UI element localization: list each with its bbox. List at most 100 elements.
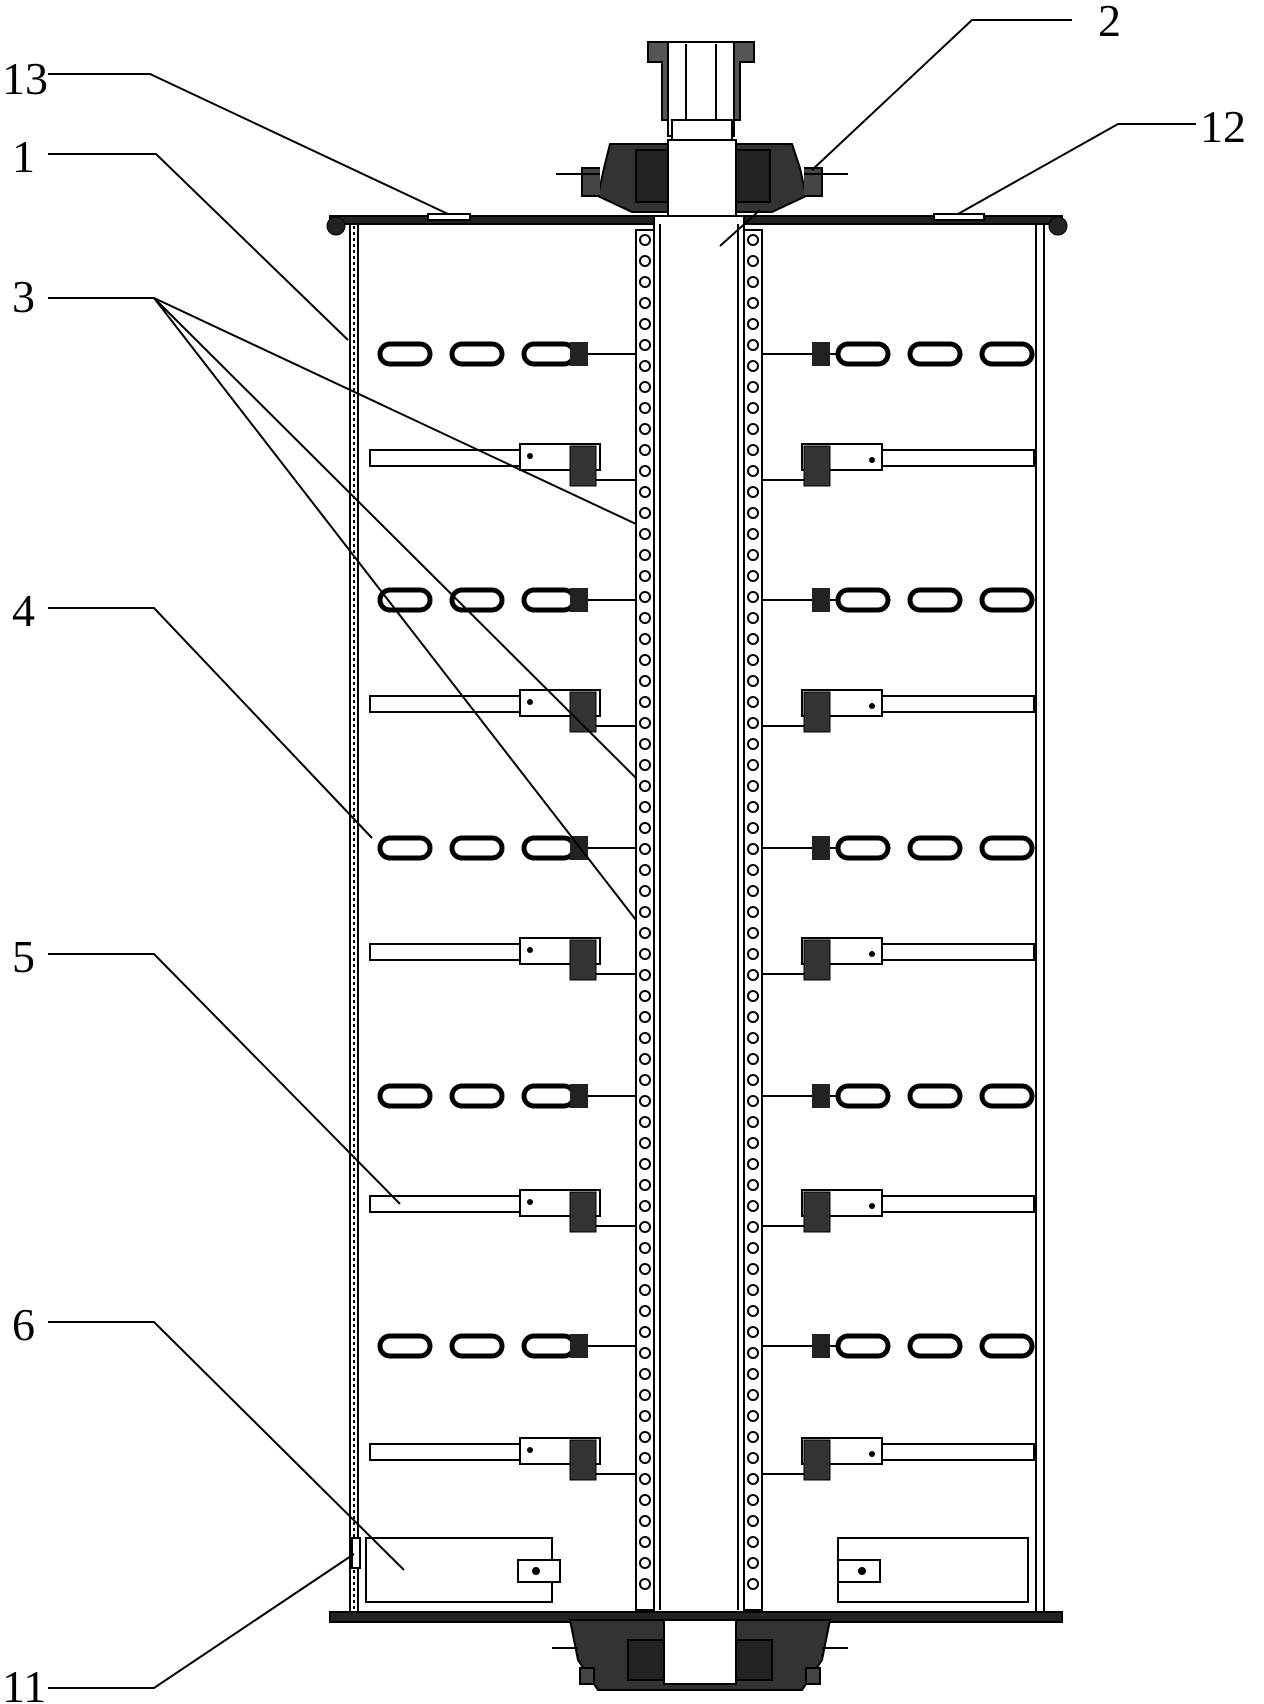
shaft-hole	[747, 801, 759, 813]
paddle-agitators	[369, 443, 1035, 1481]
chain-clamp	[570, 1334, 588, 1358]
shaft-hole	[639, 549, 651, 561]
chain-link	[521, 1083, 577, 1109]
shaft-hole	[747, 1263, 759, 1275]
shaft-hole	[747, 402, 759, 414]
chain-link	[835, 835, 891, 861]
shaft-hole	[639, 1032, 651, 1044]
leader-2	[811, 19, 1072, 171]
paddle-clamp	[569, 939, 597, 981]
shaft-hole	[747, 1326, 759, 1338]
shaft-hole	[747, 843, 759, 855]
shaft-hole	[639, 402, 651, 414]
paddle-clamp	[569, 1439, 597, 1481]
label-1: 1	[12, 131, 35, 182]
shaft-hole	[639, 990, 651, 1002]
leader-11	[48, 1553, 355, 1689]
shaft-hole	[747, 1137, 759, 1149]
shaft-hole	[747, 486, 759, 498]
shaft-hole	[747, 465, 759, 477]
paddle-pin	[869, 951, 875, 957]
shaft-hole	[639, 1053, 651, 1065]
leader-12	[957, 123, 1196, 215]
shaft-hole	[639, 360, 651, 372]
chain-link	[449, 587, 505, 613]
chain-clamp	[812, 836, 830, 860]
shaft-hole	[747, 423, 759, 435]
chain-link	[979, 1083, 1035, 1109]
shaft-hole	[747, 759, 759, 771]
shaft-hole	[747, 1200, 759, 1212]
leader-13	[48, 73, 449, 215]
shaft-hole	[639, 1095, 651, 1107]
paddle-clamp	[803, 445, 831, 487]
shaft-hole	[639, 1368, 651, 1380]
chain-link	[835, 1333, 891, 1359]
shaft-hole	[747, 297, 759, 309]
shaft-hole	[747, 1389, 759, 1401]
chain-clamp	[812, 1084, 830, 1108]
shaft-hole	[639, 1326, 651, 1338]
chain-link	[449, 1333, 505, 1359]
shaft-hole	[747, 1074, 759, 1086]
shaft-hole	[639, 423, 651, 435]
chain-link	[521, 1333, 577, 1359]
paddle-pin	[869, 1451, 875, 1457]
shaft-hole	[747, 1221, 759, 1233]
chain-clamp	[812, 342, 830, 366]
leader-3b	[153, 297, 637, 779]
paddle-pin	[527, 699, 533, 705]
chain-clamp	[570, 1084, 588, 1108]
paddle-pin	[527, 947, 533, 953]
shaft-hole	[747, 591, 759, 603]
shaft-hole	[747, 255, 759, 267]
shaft-hole	[639, 1389, 651, 1401]
shaft-hole	[747, 864, 759, 876]
chain-link	[907, 1083, 963, 1109]
shaft-hole	[639, 1137, 651, 1149]
chain-link	[377, 1333, 433, 1359]
shaft-hole	[747, 234, 759, 246]
shaft-hole	[747, 381, 759, 393]
shaft-hole	[747, 570, 759, 582]
shaft-hole	[747, 360, 759, 372]
shaft-hole	[639, 318, 651, 330]
shaft-hole	[747, 1032, 759, 1044]
chain-link	[979, 835, 1035, 861]
paddle-clamp	[803, 691, 831, 733]
shaft-hole	[639, 1179, 651, 1191]
shaft-hole	[639, 801, 651, 813]
shaft-hole	[639, 486, 651, 498]
paddle-pin	[869, 1203, 875, 1209]
chain-link	[521, 835, 577, 861]
chain-link	[907, 341, 963, 367]
chain-link	[835, 341, 891, 367]
leader-5	[48, 953, 401, 1205]
chain-clamp	[570, 342, 588, 366]
shaft-hole	[747, 1578, 759, 1590]
label-5: 5	[12, 931, 35, 982]
shaft-hole	[747, 948, 759, 960]
shaft-hole	[639, 1473, 651, 1485]
shaft-hole	[639, 444, 651, 456]
chain-link	[835, 587, 891, 613]
shaft-hole	[639, 1263, 651, 1275]
shaft-hole	[639, 570, 651, 582]
shaft-hole	[747, 318, 759, 330]
shaft-hole	[747, 528, 759, 540]
chain-clamp	[570, 588, 588, 612]
shaft-hole	[639, 927, 651, 939]
shaft-hole	[747, 1494, 759, 1506]
shaft-hole	[747, 507, 759, 519]
chain-link	[449, 835, 505, 861]
central-shaft	[635, 215, 763, 1613]
shaft-hole	[747, 1473, 759, 1485]
shaft-hole	[639, 381, 651, 393]
label-12: 12	[1200, 101, 1246, 152]
label-11: 11	[2, 1661, 46, 1704]
leader-1	[48, 153, 349, 341]
shaft-hole	[639, 339, 651, 351]
chain-link	[377, 835, 433, 861]
